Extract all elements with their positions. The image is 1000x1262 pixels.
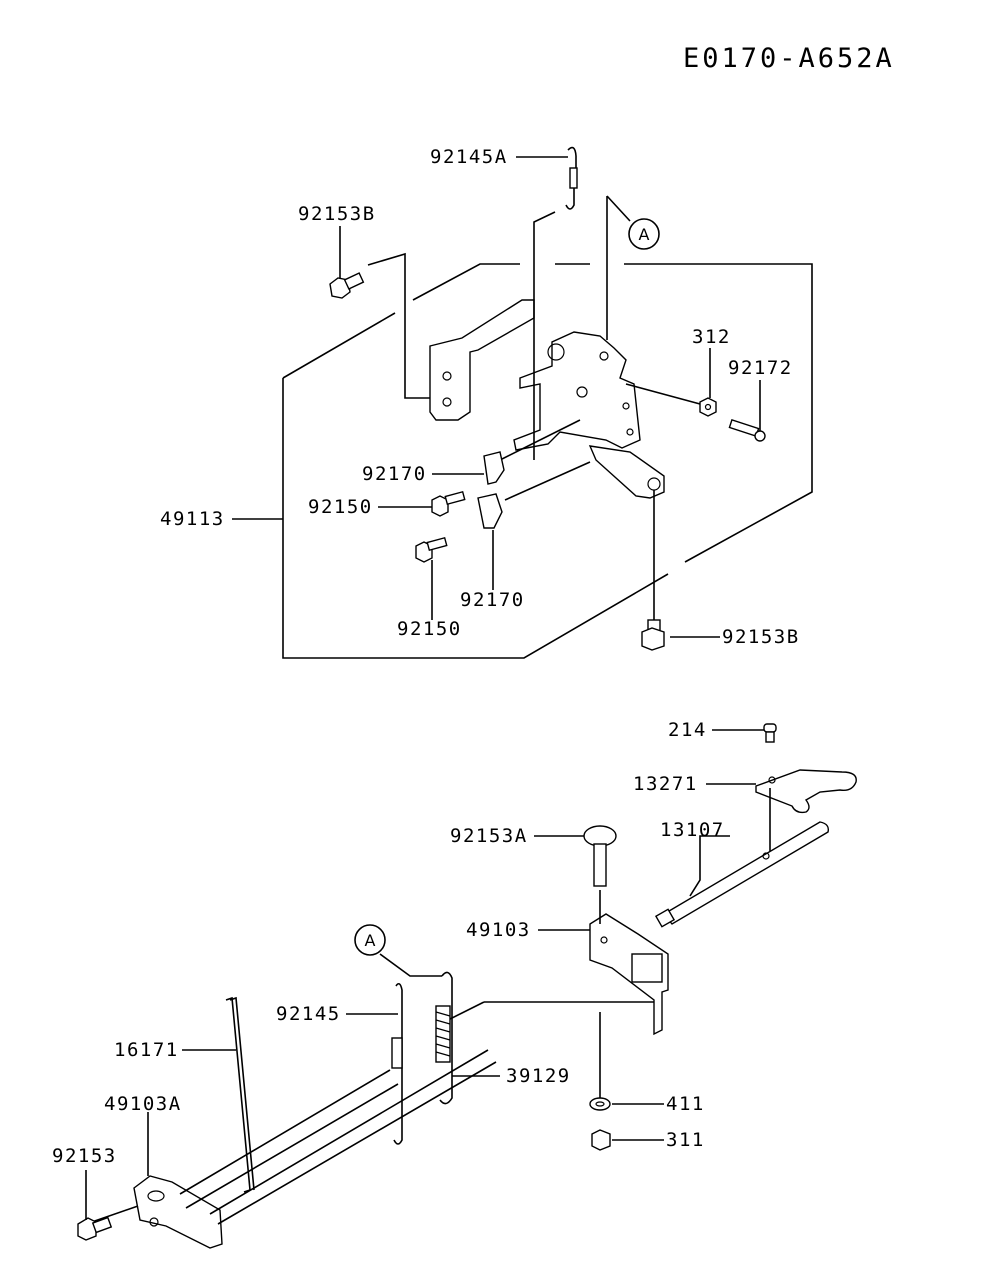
label-49103: 49103 <box>466 919 531 941</box>
spring-92145A <box>565 146 578 210</box>
label-92145A: 92145A <box>430 146 508 168</box>
label-92170-bottom: 92170 <box>460 589 525 611</box>
label-49113: 49113 <box>160 508 225 530</box>
label-312: 312 <box>692 326 731 348</box>
nut-311 <box>591 1129 611 1151</box>
upper-assembly-49113 <box>232 146 813 659</box>
clip-92170-top <box>483 451 505 485</box>
label-92172: 92172 <box>728 357 793 379</box>
washer-411 <box>589 1097 611 1111</box>
plate-13271 <box>755 769 857 814</box>
label-13271: 13271 <box>633 773 698 795</box>
nut-312 <box>699 397 717 417</box>
bolt-92172 <box>728 418 766 442</box>
label-92153B-bottom: 92153B <box>722 626 800 648</box>
label-92153B-top: 92153B <box>298 203 376 225</box>
spring-92145 <box>391 982 403 1145</box>
bolt-92153B-top <box>329 272 365 299</box>
clip-92170-bottom <box>477 493 503 529</box>
callout-a-upper: A <box>628 218 660 250</box>
label-411: 411 <box>666 1093 705 1115</box>
rod-16171 <box>225 996 255 1193</box>
shaft-13107 <box>654 821 830 928</box>
screw-214 <box>763 723 777 743</box>
label-92153A: 92153A <box>450 825 528 847</box>
lever-49103A <box>133 1049 497 1249</box>
label-49103A: 49103A <box>104 1093 182 1115</box>
lever-49103 <box>589 913 669 1036</box>
label-92170-top: 92170 <box>362 463 427 485</box>
bolt-92153A <box>583 825 617 887</box>
label-214: 214 <box>668 719 707 741</box>
callout-a-lower-text: A <box>365 931 376 950</box>
callout-a-upper-text: A <box>639 225 650 244</box>
lower-assembly <box>77 723 857 1249</box>
label-92153: 92153 <box>52 1145 117 1167</box>
label-13107: 13107 <box>660 819 725 841</box>
label-92145: 92145 <box>276 1003 341 1025</box>
bolt-92150-top <box>431 490 466 517</box>
diagram-code: E0170-A652A <box>683 43 895 74</box>
label-16171: 16171 <box>114 1039 179 1061</box>
label-92150-bottom: 92150 <box>397 618 462 640</box>
callout-a-lower: A <box>354 924 386 956</box>
label-92150-top: 92150 <box>308 496 373 518</box>
label-311: 311 <box>666 1129 705 1151</box>
spring-39129 <box>435 971 453 1105</box>
bolt-92153B-bottom <box>641 619 665 651</box>
bolt-92150-bottom <box>415 536 448 563</box>
control-bracket <box>429 299 665 499</box>
label-39129: 39129 <box>506 1065 571 1087</box>
bolt-92153 <box>77 1216 113 1241</box>
